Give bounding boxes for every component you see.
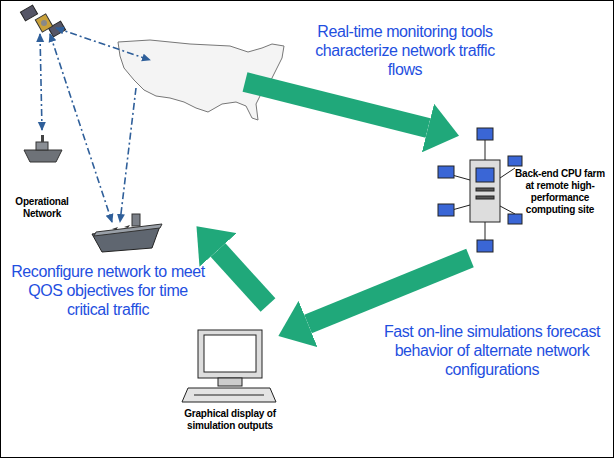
satellite [20,5,65,37]
display-computer [182,330,276,402]
cpu-farm [438,128,522,252]
process-step-label: Real-time monitoring tools characterize … [300,22,510,79]
process-step-label: Fast on-line simulations forecast behavi… [378,322,606,379]
display-label: Graphical display of simulation outputs [160,408,300,432]
process-step-label: Reconfigure network to meet QOS objectiv… [6,262,210,319]
aircraft-carrier [92,214,162,252]
process-arrow [218,82,470,324]
small-ship [24,135,62,162]
computing-site-label: Back-end CPU farm at remote high-perform… [512,168,608,216]
network-label: Operational Network [6,196,78,220]
radio-link [40,28,150,222]
